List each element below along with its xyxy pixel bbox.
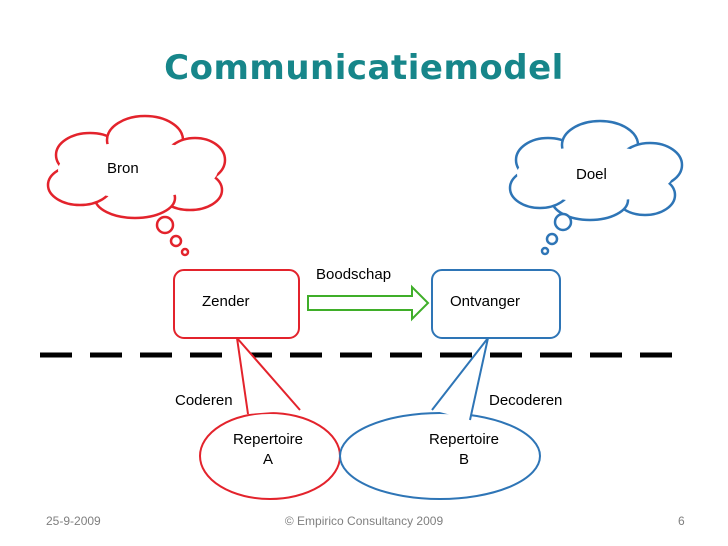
coderen-label: Coderen	[175, 392, 233, 409]
bron-label: Bron	[107, 160, 139, 177]
repertoire-a-label: Repertoire A	[220, 430, 316, 470]
repertoire-a-line2: A	[262, 451, 273, 468]
footer-copyright: © Empirico Consultancy 2009	[284, 514, 444, 528]
doel-thought-cloud	[508, 119, 684, 256]
page-number: 6	[678, 514, 685, 528]
bron-thought-cloud	[46, 114, 227, 257]
page-title: Communicatiemodel	[164, 48, 564, 88]
doel-label: Doel	[576, 166, 607, 183]
decoderen-label: Decoderen	[489, 392, 563, 409]
repertoire-b-line2: B	[458, 451, 469, 468]
repertoire-b-line1: Repertoire	[428, 431, 500, 448]
ontvanger-label: Ontvanger	[450, 293, 521, 310]
ontvanger-box	[431, 269, 561, 339]
boodschap-arrow	[307, 284, 430, 322]
boodschap-label: Boodschap	[316, 266, 392, 283]
repertoire-a-line1: Repertoire	[232, 431, 304, 448]
decoderen-callout	[431, 337, 489, 421]
footer-date: 25-9-2009	[46, 514, 101, 528]
zender-label: Zender	[202, 293, 250, 310]
repertoire-b-label: Repertoire B	[416, 430, 512, 470]
repertoire-b-ellipse	[339, 412, 541, 500]
coderen-callout	[236, 337, 301, 415]
